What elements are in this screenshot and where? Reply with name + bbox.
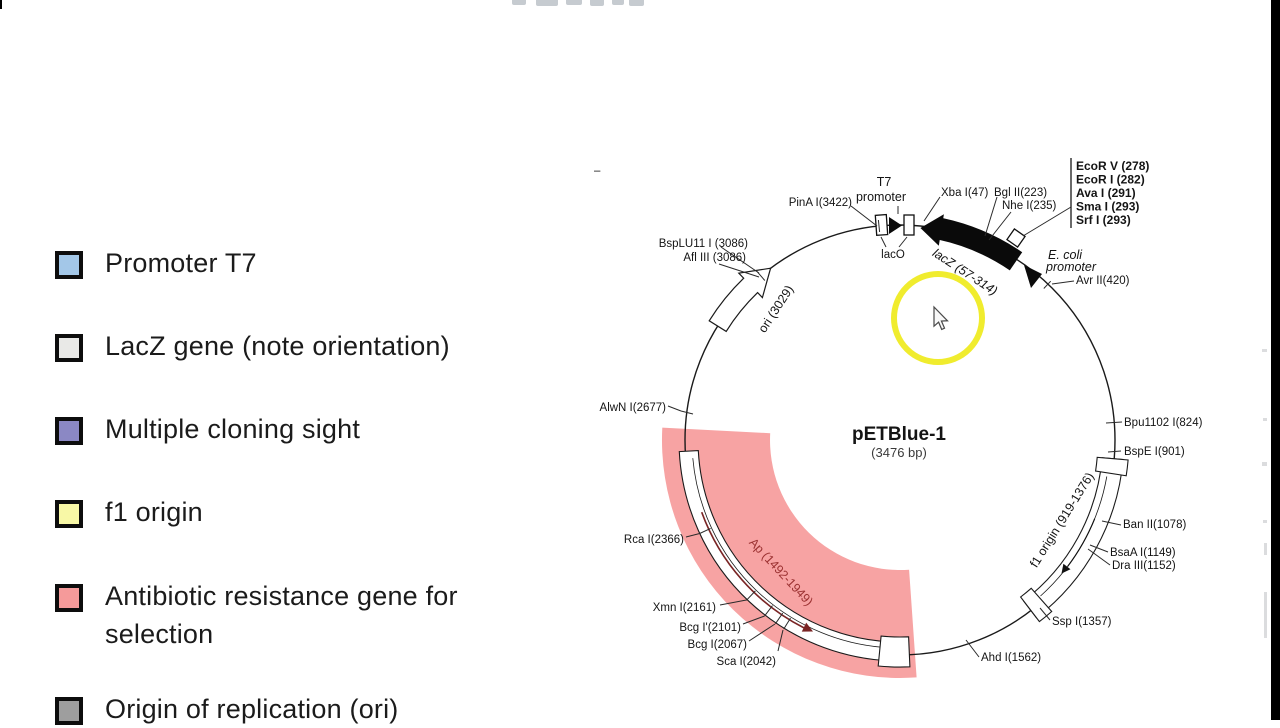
site-label-bsaa: BsaA I(1149) — [1110, 547, 1176, 559]
highlight-circle-annotation — [891, 271, 985, 365]
site-label-srfi: Srf I (293) — [1076, 213, 1131, 227]
legend-label: LacZ gene (note orientation) — [105, 331, 450, 361]
legend-swatch-mcs — [55, 417, 83, 445]
ori-block-arrow — [708, 267, 772, 333]
site-label-bspe: BspE I(901) — [1124, 446, 1185, 458]
site-label-avr2: Avr II(420) — [1076, 275, 1130, 287]
site-label-bgl2: Bgl II(223) — [994, 187, 1047, 199]
plasmid-name: pETBlue-1 — [852, 424, 946, 445]
legend-item-ori: Origin of replication (ori) — [55, 694, 399, 728]
plasmid-size: (3476 bp) — [871, 445, 927, 460]
mouse-cursor — [933, 305, 949, 331]
site-label-ahd: Ahd I(1562) — [981, 652, 1041, 664]
label-ecoli-line1: E. coli — [1048, 248, 1083, 262]
legend-swatch-f1-origin — [55, 500, 83, 528]
stray-dash: – — [594, 165, 601, 177]
site-label-nhe: Nhe I(235) — [1002, 200, 1057, 212]
site-label-ecori: EcoR I (282) — [1076, 173, 1145, 187]
site-label-avai: Ava I (291) — [1076, 186, 1136, 200]
legend-label: Origin of replication (ori) — [105, 694, 399, 724]
label-laco: lacO — [881, 249, 905, 261]
cropped-text-fragment — [629, 0, 644, 6]
site-label-ecorv: EcoR V (278) — [1076, 159, 1149, 173]
label-t7-line2: promoter — [856, 190, 906, 204]
f1-origin-band — [1019, 456, 1129, 623]
cropped-text-fragment — [536, 0, 558, 6]
promoter-triangle — [889, 217, 902, 234]
lacz-gene-arrow — [920, 214, 1023, 271]
legend-item-lacz: LacZ gene (note orientation) — [55, 331, 450, 365]
cropped-text-fragment — [512, 0, 526, 5]
legend-item-promoter-t7: Promoter T7 — [55, 248, 257, 282]
antibiotic-gene-highlight — [661, 427, 917, 678]
legend-label: Promoter T7 — [105, 248, 257, 278]
label-ecoli-line2: promoter — [1045, 260, 1097, 274]
t7-promoter-elements — [874, 213, 915, 237]
site-label-bsplu11: BspLU11 I (3086) — [659, 238, 748, 250]
site-label-smai: Sma I (293) — [1076, 200, 1139, 214]
plasmid-map: T7 promoter PinA I(3422) BspLU11 I (3086… — [594, 158, 1267, 678]
frame-right-bar — [1271, 0, 1280, 720]
laco-box — [874, 213, 889, 237]
cropped-text-fragment — [612, 0, 624, 5]
legend: Promoter T7 LacZ gene (note orientation)… — [0, 0, 560, 725]
leader-lines — [667, 158, 1123, 658]
legend-item-mcs: Multiple cloning sight — [55, 414, 360, 448]
legend-swatch-ori — [55, 697, 83, 725]
site-label-alwn: AlwN I(2677) — [600, 402, 667, 414]
site-label-ban2: Ban II(1078) — [1123, 519, 1186, 531]
site-label-sca: Sca I(2042) — [717, 656, 777, 668]
site-label-pina: PinA I(3422) — [789, 197, 852, 209]
legend-swatch-promoter-t7 — [55, 251, 83, 279]
cropped-text-fragment — [566, 0, 582, 5]
cropped-text-fragment — [590, 0, 604, 6]
legend-label: f1 origin — [105, 497, 203, 527]
f1-direction-arrow — [1061, 518, 1096, 574]
laco-box — [903, 214, 915, 236]
ecoli-promoter-arrowhead — [1024, 265, 1042, 288]
legend-swatch-antibiotic — [55, 584, 83, 612]
site-label-afl3: Afl III (3086) — [683, 252, 746, 264]
frame-corner-sliver — [0, 0, 2, 9]
mcs-box — [1006, 228, 1026, 248]
site-label-bcg1: Bcg I(2067) — [688, 639, 748, 651]
site-label-ssp: Ssp I(1357) — [1052, 616, 1112, 628]
site-label-bpu1102: Bpu1102 I(824) — [1124, 417, 1203, 429]
legend-label: Multiple cloning sight — [105, 414, 361, 444]
faint-edge-marks — [1262, 349, 1267, 638]
legend-swatch-lacz — [55, 334, 83, 362]
label-t7-line1: T7 — [877, 175, 892, 189]
legend-item-f1-origin: f1 origin — [55, 497, 203, 531]
site-label-bcg1prime: Bcg I'(2101) — [679, 622, 741, 634]
legend-label: Antibiotic resistance gene for selection — [105, 581, 458, 649]
site-label-xmn: Xmn I(2161) — [653, 602, 716, 614]
site-label-xba: Xba I(47) — [941, 187, 988, 199]
legend-item-antibiotic: Antibiotic resistance gene for selection — [55, 581, 525, 653]
site-label-dra3: Dra III(1152) — [1112, 560, 1176, 572]
site-label-rca: Rca I(2366) — [624, 534, 684, 546]
